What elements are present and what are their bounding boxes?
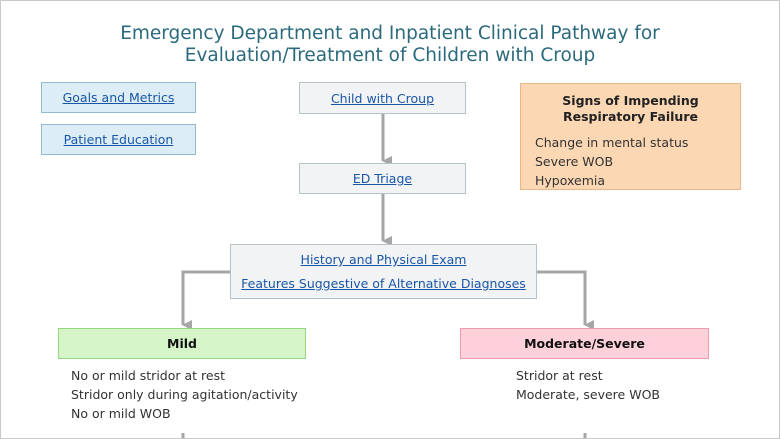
patient-education-box[interactable]: Patient Education — [41, 124, 196, 155]
moderate-severe-label: Moderate/Severe — [524, 336, 645, 351]
list-item: Stridor at rest — [516, 368, 603, 383]
respiratory-failure-list: Change in mental status Severe WOB Hypox… — [535, 133, 740, 190]
history-physical-box: History and Physical Exam Features Sugge… — [230, 244, 537, 299]
arrow-history-to-moderate — [537, 270, 594, 330]
list-item: No or mild stridor at rest — [71, 368, 225, 383]
goals-metrics-box[interactable]: Goals and Metrics — [41, 82, 196, 113]
mild-label: Mild — [167, 336, 197, 351]
alternative-diagnoses-link[interactable]: Features Suggestive of Alternative Diagn… — [241, 276, 526, 291]
page-title: Emergency Department and Inpatient Clini… — [1, 23, 779, 67]
respiratory-failure-box: Signs of Impending Respiratory Failure C… — [520, 83, 741, 190]
list-item: Change in mental status — [535, 135, 689, 150]
list-item: Moderate, severe WOB — [516, 387, 660, 402]
arrow-history-to-mild — [181, 270, 230, 330]
ed-triage-box[interactable]: ED Triage — [299, 163, 466, 194]
moderate-severe-box: Moderate/Severe — [460, 328, 709, 359]
mild-criteria-list: No or mild stridor at rest Stridor only … — [71, 366, 298, 423]
list-item: Hypoxemia — [535, 173, 606, 188]
goals-metrics-link[interactable]: Goals and Metrics — [62, 90, 175, 105]
child-with-croup-box[interactable]: Child with Croup — [299, 82, 466, 114]
ed-triage-link[interactable]: ED Triage — [352, 171, 413, 186]
title-line-1: Emergency Department and Inpatient Clini… — [120, 23, 660, 44]
mild-box: Mild — [58, 328, 306, 359]
patient-education-link[interactable]: Patient Education — [63, 132, 174, 147]
child-with-croup-link[interactable]: Child with Croup — [330, 90, 435, 106]
respiratory-failure-heading: Signs of Impending Respiratory Failure — [562, 93, 699, 124]
list-item: No or mild WOB — [71, 406, 171, 421]
list-item: Severe WOB — [535, 154, 614, 169]
history-physical-link[interactable]: History and Physical Exam — [300, 252, 467, 267]
list-item: Stridor only during agitation/activity — [71, 387, 298, 402]
title-line-2: Evaluation/Treatment of Children with Cr… — [184, 45, 596, 66]
moderate-severe-criteria-list: Stridor at rest Moderate, severe WOB — [516, 366, 660, 404]
